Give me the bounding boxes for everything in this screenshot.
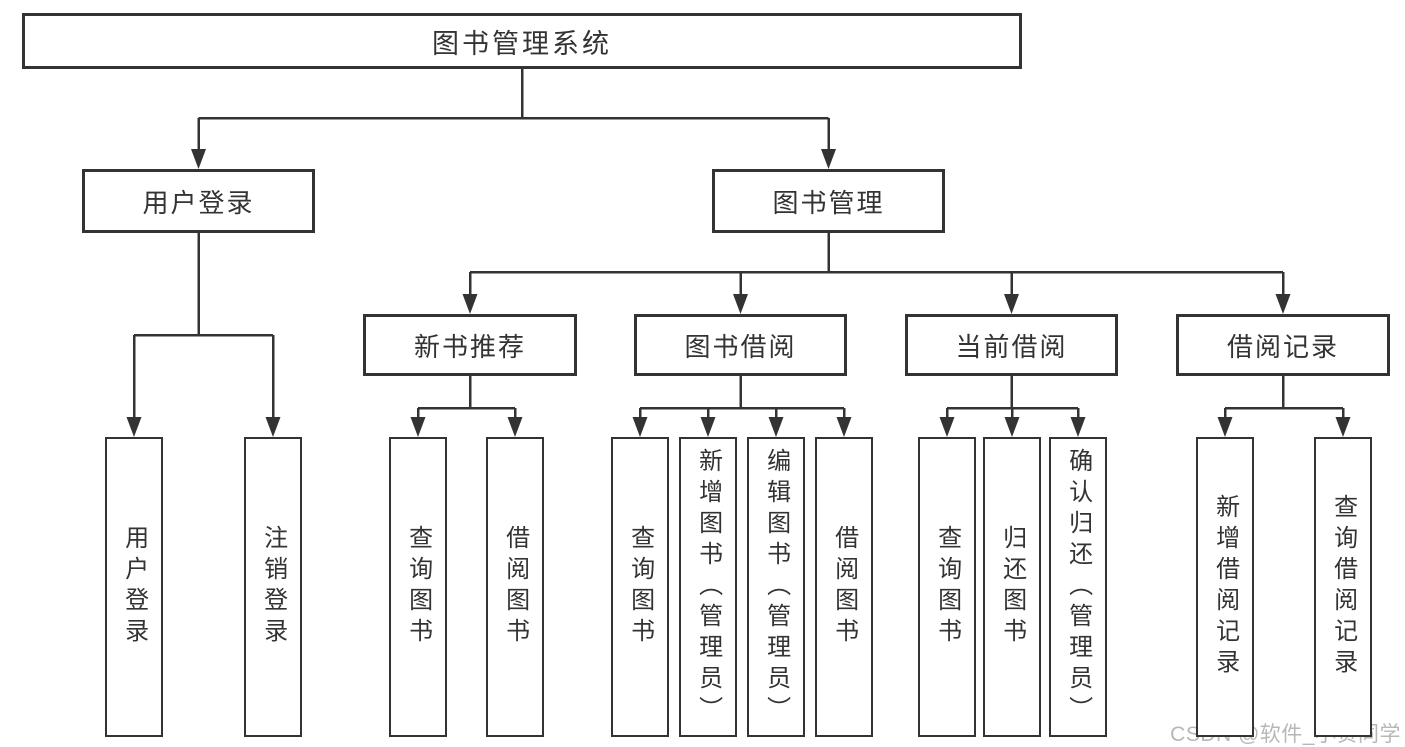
arrowhead-down-icon xyxy=(821,149,836,169)
edge-group-book-mgmt xyxy=(462,233,1291,314)
node-label-bb-borrow-books: 借阅图书 xyxy=(830,525,858,649)
node-nbr-query-books: 查询图书 xyxy=(389,437,447,737)
node-label-root: 图书管理系统 xyxy=(432,28,612,59)
node-current-borrow: 当前借阅 xyxy=(905,314,1118,376)
node-bb-borrow-books: 借阅图书 xyxy=(815,437,873,737)
edge-group-new-book-rec xyxy=(410,376,523,437)
node-label-bb-query-books: 查询图书 xyxy=(626,525,654,649)
node-label-leaf-logout: 注销登录 xyxy=(259,525,287,649)
arrowhead-down-icon xyxy=(507,417,523,437)
arrowhead-down-icon xyxy=(1004,294,1019,314)
node-leaf-logout: 注销登录 xyxy=(244,437,302,737)
node-user-login: 用户登录 xyxy=(82,169,315,233)
arrowhead-down-icon xyxy=(1275,294,1291,314)
node-label-new-book-rec: 新书推荐 xyxy=(413,331,526,362)
node-br-query-record: 查询借阅记录 xyxy=(1314,437,1372,737)
edge-group-user-login xyxy=(126,233,281,437)
node-label-book-borrow: 图书借阅 xyxy=(684,331,797,362)
node-label-nbr-query-books: 查询图书 xyxy=(404,525,432,649)
node-cb-confirm-return: 确认归还（管理员） xyxy=(1049,437,1107,737)
edge-group-root xyxy=(191,69,836,169)
arrowhead-down-icon xyxy=(836,417,852,437)
node-label-bb-edit-books: 编辑图书（管理员） xyxy=(762,447,790,727)
arrowhead-down-icon xyxy=(126,417,142,437)
node-label-cb-query-books: 查询图书 xyxy=(933,525,961,649)
arrowhead-down-icon xyxy=(939,417,955,437)
node-bb-add-books: 新增图书（管理员） xyxy=(679,437,737,737)
arrowhead-down-icon xyxy=(1217,417,1233,437)
arrowhead-down-icon xyxy=(733,294,748,314)
arrowhead-down-icon xyxy=(410,417,426,437)
node-label-nbr-borrow-books: 借阅图书 xyxy=(501,525,529,649)
node-label-cb-return-books: 归还图书 xyxy=(998,525,1026,649)
node-leaf-user-login: 用户登录 xyxy=(105,437,163,737)
node-label-user-login: 用户登录 xyxy=(142,187,255,218)
node-label-book-mgmt: 图书管理 xyxy=(772,187,885,218)
arrowhead-down-icon xyxy=(265,417,281,437)
arrowhead-down-icon xyxy=(1070,417,1086,437)
arrowhead-down-icon xyxy=(191,149,206,169)
node-borrow-records: 借阅记录 xyxy=(1176,314,1390,376)
arrowhead-down-icon xyxy=(768,417,784,437)
arrowhead-down-icon xyxy=(462,294,478,314)
node-nbr-borrow-books: 借阅图书 xyxy=(486,437,544,737)
node-book-borrow: 图书借阅 xyxy=(634,314,847,376)
node-label-br-query-record: 查询借阅记录 xyxy=(1329,494,1357,680)
node-cb-query-books: 查询图书 xyxy=(918,437,976,737)
node-label-current-borrow: 当前借阅 xyxy=(955,331,1068,362)
node-br-add-record: 新增借阅记录 xyxy=(1196,437,1254,737)
node-book-mgmt: 图书管理 xyxy=(712,169,945,233)
arrowhead-down-icon xyxy=(700,417,716,437)
node-cb-return-books: 归还图书 xyxy=(983,437,1041,737)
node-new-book-rec: 新书推荐 xyxy=(363,314,577,376)
edge-group-borrow-records xyxy=(1217,376,1351,437)
edge-group-book-borrow xyxy=(632,376,852,437)
node-bb-edit-books: 编辑图书（管理员） xyxy=(747,437,805,737)
arrowhead-down-icon xyxy=(632,417,648,437)
node-label-bb-add-books: 新增图书（管理员） xyxy=(694,447,722,727)
node-bb-query-books: 查询图书 xyxy=(611,437,669,737)
arrowhead-down-icon xyxy=(1335,417,1351,437)
node-label-cb-confirm-return: 确认归还（管理员） xyxy=(1064,447,1092,727)
edge-group-current-borrow xyxy=(939,376,1086,437)
node-label-leaf-user-login: 用户登录 xyxy=(120,525,148,649)
node-root: 图书管理系统 xyxy=(22,13,1022,69)
arrowhead-down-icon xyxy=(1004,417,1020,437)
node-label-br-add-record: 新增借阅记录 xyxy=(1211,494,1239,680)
node-label-borrow-records: 借阅记录 xyxy=(1226,331,1339,362)
